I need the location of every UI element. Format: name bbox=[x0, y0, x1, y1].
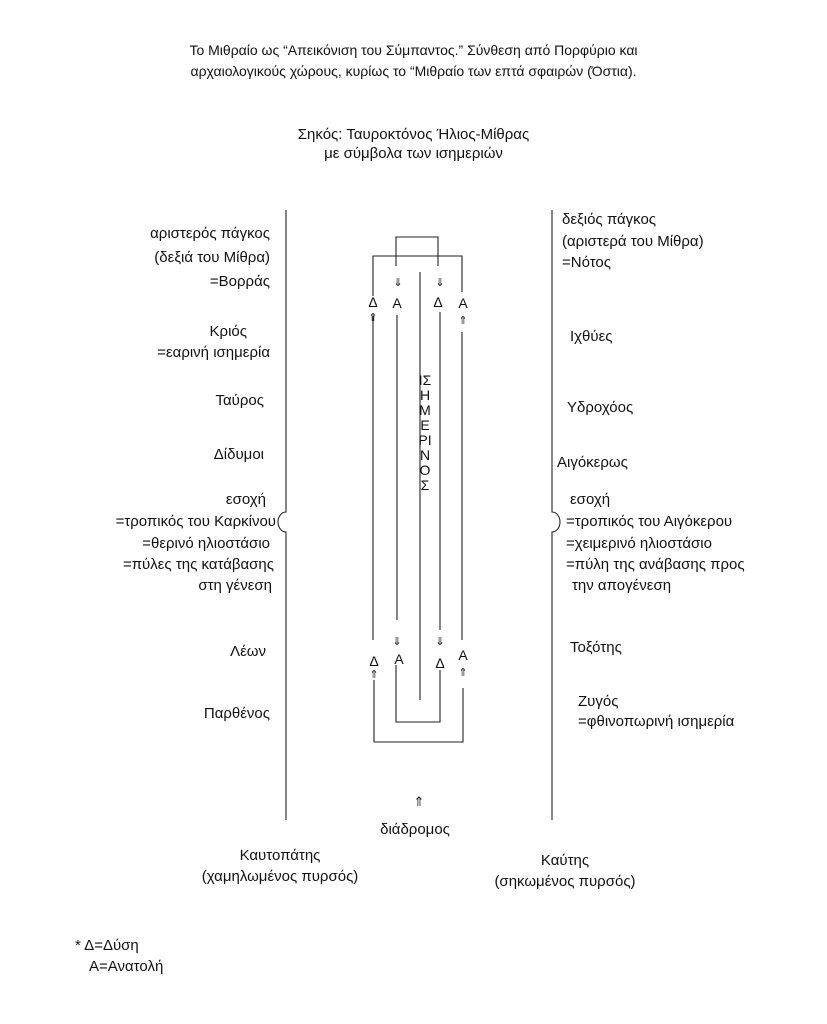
right-bench-note: (αριστερά του Μίθρα) bbox=[562, 233, 704, 250]
right-bench-direction: =Νότος bbox=[562, 254, 612, 271]
equator-vertical-text: ΙΣΗΜΕΡΙΝΟΣ bbox=[418, 372, 432, 493]
up-arrow-icon: ⇑ bbox=[458, 667, 468, 679]
pisces-label: Ιχθύες bbox=[570, 328, 613, 345]
left-bench-note: (δεξιά του Μίθρα) bbox=[154, 249, 270, 266]
west-marker: Δ bbox=[368, 294, 378, 310]
cautopates-label: Καυτοπάτης bbox=[239, 847, 321, 864]
down-arrow-icon: ⇓ bbox=[435, 636, 445, 648]
lower-loop-outer bbox=[373, 680, 464, 743]
caption-line-1: Το Μιθραίο ως “Απεικόνιση του Σύμπαντος.… bbox=[189, 42, 638, 58]
aries-label: Κριός bbox=[209, 323, 247, 340]
capricorn-label: Αιγόκερως bbox=[557, 454, 628, 471]
up-arrow-icon: ⇑ bbox=[369, 669, 379, 681]
corridor-label: διάδρομος bbox=[380, 821, 450, 838]
taurus-label: Ταύρος bbox=[215, 392, 265, 409]
west-marker: Δ bbox=[369, 653, 379, 669]
cautes-note: (σηκωμένος πυρσός) bbox=[494, 873, 636, 890]
left-niche-solstice: =θερινό ηλιοστάσιο bbox=[142, 535, 270, 552]
upper-loop-outer bbox=[372, 255, 463, 296]
corridor-arrow-icon: ⇑ bbox=[413, 794, 425, 809]
caption-line-2: αρχαιολογικούς χώρους, κυρίως το “Μιθραί… bbox=[190, 63, 637, 79]
cautes-label: Καύτης bbox=[540, 852, 590, 869]
west-marker: Δ bbox=[433, 294, 443, 310]
sanctum-line-2: με σύμβολα των ισημεριών bbox=[324, 145, 503, 162]
right-niche-gate: =πύλη της ανάβασης προς bbox=[566, 556, 745, 573]
east-marker: Α bbox=[458, 647, 468, 663]
up-arrow-icon: ⇑ bbox=[458, 315, 468, 327]
aquarius-label: Υδροχόος bbox=[567, 399, 634, 416]
right-niche-solstice: =χειμερινό ηλιοστάσιο bbox=[566, 535, 712, 552]
sanctum-line-1: Σηκός: Ταυροκτόνος Ήλιος-Μίθρας bbox=[297, 126, 530, 143]
right-bench-label: δεξιός πάγκος bbox=[562, 211, 657, 228]
down-arrow-icon: ⇓ bbox=[392, 636, 402, 648]
lower-loop-inner bbox=[395, 665, 441, 723]
east-marker: Α bbox=[392, 295, 402, 311]
right-niche-label: εσοχή bbox=[570, 491, 611, 508]
up-arrow-icon: ⇑ bbox=[368, 312, 378, 324]
cautopates-note: (χαμηλωμένος πυρσός) bbox=[201, 868, 359, 885]
sagittarius-label: Τοξότης bbox=[570, 639, 622, 656]
left-niche-tropic: =τροπικός του Καρκίνου bbox=[115, 513, 276, 530]
legend-east: Α=Ανατολή bbox=[89, 958, 164, 975]
right-niche-apogenesis: την απογένεση bbox=[572, 577, 672, 594]
right-niche-tropic: =τροπικός του Αιγόκερου bbox=[566, 513, 733, 530]
down-arrow-icon: ⇓ bbox=[393, 277, 403, 289]
east-marker: Α bbox=[394, 651, 404, 667]
virgo-label: Παρθένος bbox=[203, 705, 270, 722]
libra-note: =φθινοπωρινή ισημερία bbox=[578, 713, 735, 730]
left-wall bbox=[277, 210, 287, 820]
down-arrow-icon: ⇓ bbox=[435, 277, 445, 289]
left-bench-direction: =Βορράς bbox=[209, 273, 270, 290]
left-niche-gates: =πύλες της κατάβασης bbox=[122, 556, 274, 573]
gemini-label: Δίδυμοι bbox=[213, 446, 264, 463]
aries-note: =εαρινή ισημερία bbox=[157, 344, 270, 361]
west-marker: Δ bbox=[435, 655, 445, 671]
libra-label: Ζυγός bbox=[578, 693, 619, 710]
left-bench-label: αριστερός πάγκος bbox=[150, 225, 270, 242]
upper-loop-inner bbox=[395, 236, 439, 266]
leo-label: Λέων bbox=[230, 643, 266, 660]
east-marker: Α bbox=[458, 295, 468, 311]
left-niche-genesis: στη γένεση bbox=[198, 577, 272, 594]
legend-west: * Δ=Δύση bbox=[75, 937, 139, 954]
right-wall bbox=[551, 210, 561, 820]
left-niche-label: εσοχή bbox=[225, 491, 266, 508]
